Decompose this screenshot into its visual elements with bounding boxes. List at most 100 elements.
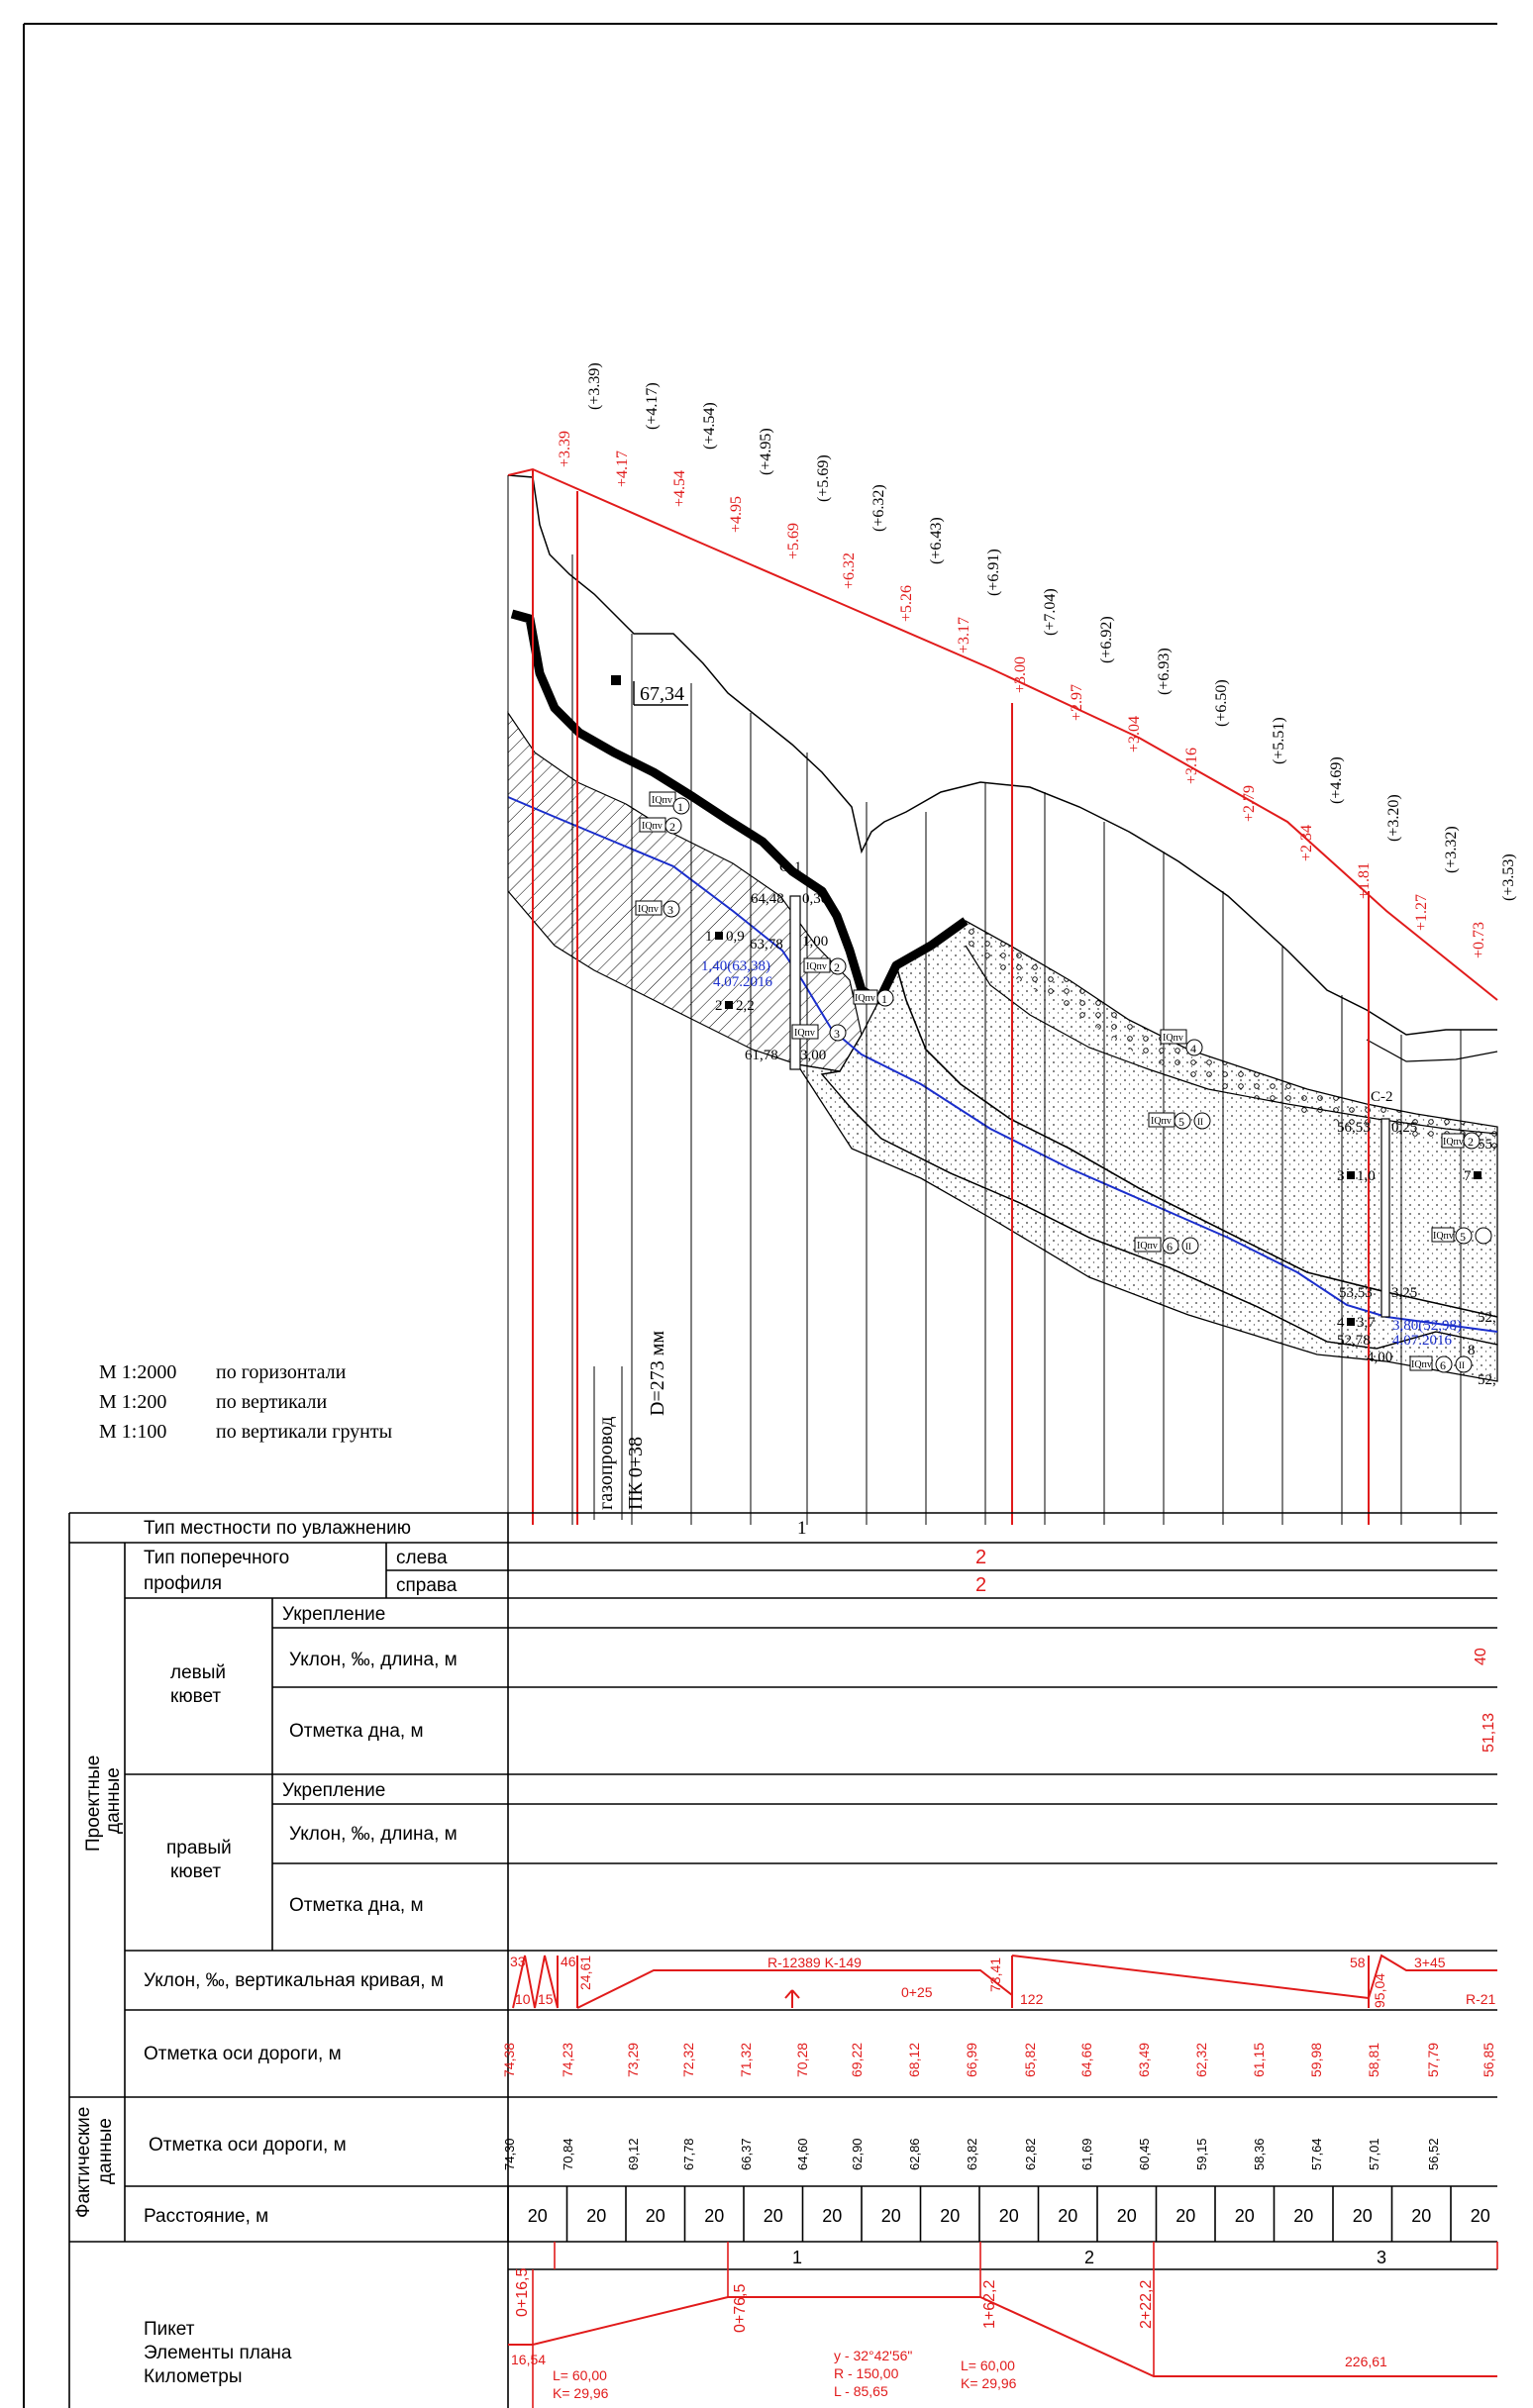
- scale-g-desc: по вертикали грунты: [216, 1421, 392, 1443]
- work-mark-actual: (+3.39): [586, 362, 603, 410]
- benchmark-value: 67,34: [640, 683, 684, 705]
- grade-g7: 58: [1350, 1955, 1366, 1970]
- c2-bottom: 52,78: [1337, 1333, 1371, 1349]
- picket-row: 1 2 3: [508, 2242, 1498, 2270]
- actual-axis-value: 59,15: [1194, 2138, 1209, 2170]
- design-axis-label: Отметка оси дороги, м: [144, 2044, 342, 2064]
- svg-text:IQпv: IQпv: [1163, 1033, 1183, 1044]
- svg-text:5: 5: [1460, 1230, 1466, 1244]
- actual-axis-label: Отметка оси дороги, м: [149, 2135, 347, 2156]
- design-axis-value: 58,81: [1366, 2043, 1381, 2077]
- work-mark-design: +4.17: [614, 451, 631, 487]
- actual-axis-value: 74,30: [502, 2138, 517, 2170]
- profile-table: Тип местности по увлажнению 1 Тип попере…: [68, 1512, 1498, 2408]
- svg-text:4: 4: [1190, 1042, 1196, 1055]
- actual-axis-value: 67,78: [681, 2138, 696, 2170]
- work-mark-actual: (+5.69): [815, 454, 832, 502]
- soil-tag-1: IQпv 1: [649, 791, 690, 815]
- left-ditch-label-2: кювет: [170, 1686, 221, 1707]
- c2-level1: 53,53: [1339, 1285, 1373, 1301]
- distance-cell: 20: [881, 2206, 901, 2226]
- svg-text:6: 6: [1167, 1240, 1173, 1254]
- svg-text:2: 2: [834, 960, 840, 974]
- work-mark-design: +4.54: [671, 470, 688, 507]
- distance-cell: 20: [1353, 2206, 1373, 2226]
- c1-groundwater: 1,40(63,38): [701, 958, 770, 974]
- actual-axis-value: 62,86: [907, 2138, 922, 2170]
- design-axis-value: 72,32: [680, 2043, 696, 2077]
- distance-cell: 20: [1235, 2206, 1255, 2226]
- picket-label: Пикет: [144, 2319, 195, 2340]
- ground-surface-line: [507, 474, 1497, 1036]
- distance-cell: 20: [586, 2206, 606, 2226]
- soil-tag-6a: IQпv 6 II: [1134, 1237, 1199, 1254]
- ground-line-secondary: [965, 945, 1498, 1135]
- svg-text:IQпv: IQпv: [794, 1028, 815, 1039]
- grade-g1: 33: [510, 1954, 526, 1969]
- design-axis-value: 71,32: [738, 2043, 754, 2077]
- design-group-label: Проектные: [83, 1756, 104, 1852]
- work-mark-actual: (+3.32): [1443, 826, 1460, 873]
- work-mark-design: +3.00: [1012, 656, 1029, 693]
- scale-v: М 1:200: [99, 1391, 166, 1413]
- svg-text:IQпv: IQпv: [1433, 1231, 1454, 1242]
- work-mark-design: +2.79: [1241, 785, 1258, 822]
- left-slope-value: 40: [1473, 1648, 1489, 1665]
- plan-curve-r: R - 150,00: [834, 2365, 899, 2381]
- c1-sample1-val: 0,9: [726, 929, 745, 945]
- grade-g10: R-21: [1466, 1991, 1496, 2007]
- profile-drawing: газопровод ПК 0+38 D=273 мм 67,34 С-1 64…: [507, 362, 1517, 1525]
- c2-right2: 52,: [1478, 1310, 1496, 1326]
- grade-g8: 95,04: [1372, 1973, 1387, 2008]
- terrain-label: Тип местности по увлажнению: [144, 1518, 411, 1539]
- actual-axis-value: 66,37: [739, 2138, 754, 2170]
- grade-g6: 122: [1020, 1991, 1044, 2007]
- design-grade-line: [507, 467, 1498, 1001]
- grade-row: [512, 1954, 1497, 2009]
- design-axis-value: 64,66: [1078, 2043, 1094, 2077]
- c2-depth1: 3,25: [1391, 1285, 1417, 1301]
- plan-p3: 1+62,2: [981, 2280, 998, 2329]
- plan-row: 0+16,5 0+76,5 1+62,2 2+22,2 16,54 226,61…: [508, 2268, 1497, 2408]
- work-mark-design: +5.26: [898, 585, 915, 622]
- svg-text:6: 6: [1440, 1358, 1446, 1372]
- c2-right1: 55,: [1478, 1137, 1496, 1153]
- grade-g3: 46: [561, 1954, 576, 1969]
- distance-cell: 20: [1293, 2206, 1313, 2226]
- c1-top-depth: 0,30: [802, 891, 828, 907]
- soil-tag-6b: IQпv 6 II: [1409, 1355, 1473, 1373]
- picket-2: 2: [1084, 2248, 1094, 2267]
- right-reinforcement: Укрепление: [282, 1780, 385, 1801]
- c2-sample4-val: 3,7: [1357, 1315, 1376, 1331]
- svg-text:1: 1: [677, 800, 683, 814]
- km-label: Километры: [144, 2366, 242, 2387]
- svg-text:IQпv: IQпv: [806, 961, 827, 972]
- distance-cell: 20: [1117, 2206, 1137, 2226]
- grade-g9: 3+45: [1414, 1955, 1446, 1970]
- design-axis-value: 66,99: [964, 2043, 979, 2077]
- work-marks: +3.39(+3.39)+4.17(+4.17)+4.54(+4.54)+4.9…: [557, 362, 1517, 958]
- groundwater-line: [507, 796, 1498, 1333]
- work-mark-actual: (+4.69): [1328, 756, 1345, 804]
- plan-p2: 0+76,5: [732, 2284, 749, 2333]
- scale-h-desc: по горизонтали: [216, 1361, 347, 1383]
- design-axis-value: 70,28: [794, 2043, 810, 2077]
- svg-text:5: 5: [1178, 1115, 1184, 1129]
- pipeline-label: газопровод ПК 0+38 D=273 мм: [593, 1331, 668, 1520]
- right-ditch-label: правый: [166, 1838, 232, 1858]
- soil-tag-2: IQпv 2: [639, 817, 682, 835]
- distance-cell: 20: [1175, 2206, 1195, 2226]
- grade-g2: 15: [538, 1991, 554, 2007]
- right-label: справа: [396, 1575, 458, 1596]
- grade-curve: R-12389 K-149: [767, 1955, 862, 1970]
- soil-tag-3a: IQпv 3: [635, 900, 680, 918]
- soil-tag-2c: IQпv 2: [1441, 1132, 1481, 1150]
- grade-pk25: 0+25: [901, 1984, 933, 2000]
- soil-tag-5b: IQпv 5: [1431, 1227, 1492, 1245]
- scale-g: М 1:100: [99, 1421, 166, 1443]
- right-ditch-label-2: кювет: [170, 1861, 221, 1882]
- c2-name: С-2: [1371, 1089, 1393, 1105]
- work-mark-design: +3.39: [557, 431, 573, 467]
- c1-bottom: 61,78: [745, 1048, 778, 1063]
